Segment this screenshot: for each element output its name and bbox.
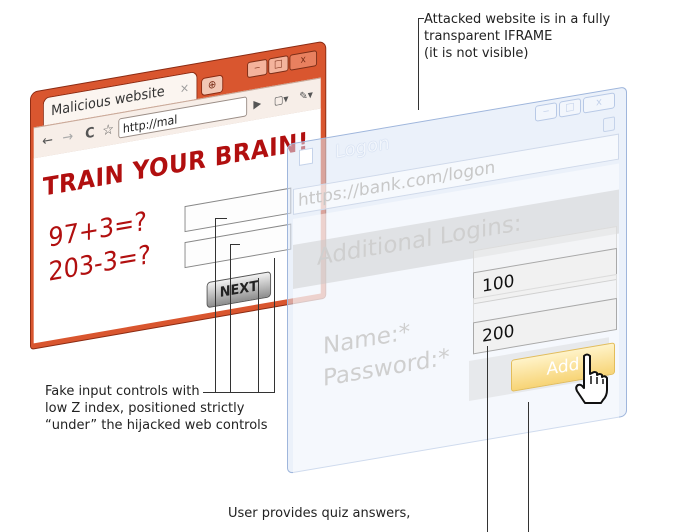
caption-transparent-iframe: Attacked website is in a fully transpare… (424, 11, 610, 62)
caption-line: “under” the hijacked web controls (45, 418, 268, 433)
connector-line (215, 218, 216, 393)
connector-line (418, 18, 424, 19)
connector-line (258, 278, 259, 393)
new-tab-icon[interactable]: ⊕ (201, 74, 224, 97)
connector-line (230, 244, 240, 245)
tools-menu-icon[interactable]: ✎▾ (299, 87, 313, 104)
caption-user-answers: User provides quiz answers, (228, 505, 410, 522)
transparent-iframe-logon-window: Logon ‒ □ x https://bank.com/logon Addit… (287, 86, 627, 524)
caption-line: low Z index, positioned strictly (45, 401, 245, 416)
caption-fake-controls: Fake input controls with low Z index, po… (45, 383, 268, 434)
connector-line (230, 244, 231, 393)
connector-line (528, 402, 529, 532)
lock-icon (603, 116, 615, 133)
connector-line (203, 392, 275, 393)
caption-line: transparent IFRAME (424, 29, 553, 44)
back-icon[interactable]: ← (42, 132, 53, 150)
address-text: http://mal (122, 112, 178, 136)
tab-close-icon[interactable]: × (179, 80, 190, 96)
star-icon[interactable]: ☆ (102, 121, 114, 140)
connector-line (487, 346, 488, 532)
hand-cursor-icon (575, 353, 608, 404)
malicious-browser-window: Malicious website × ⊕ ‒ □ x ← → C ☆ http… (30, 40, 327, 412)
caption-line: Fake input controls with (45, 384, 200, 399)
caption-line: (it is not visible) (424, 46, 529, 61)
logon-page-content: Additional Logins: 100 Name:* 200 Passwo… (293, 163, 619, 481)
connector-line (215, 218, 227, 219)
caption-line: User provides quiz answers, (228, 506, 411, 521)
forward-icon[interactable]: → (62, 128, 74, 147)
page-icon (299, 147, 313, 166)
caption-line: Attacked website is in a fully (424, 12, 611, 27)
fake-input-answer-2[interactable] (184, 223, 292, 269)
reload-icon[interactable]: C (85, 124, 95, 143)
connector-line (418, 18, 419, 110)
page-menu-icon[interactable]: ▢▾ (273, 92, 289, 108)
go-icon[interactable]: ▶ (253, 96, 262, 112)
next-button[interactable]: NEXT (206, 271, 272, 309)
connector-line (274, 258, 275, 393)
